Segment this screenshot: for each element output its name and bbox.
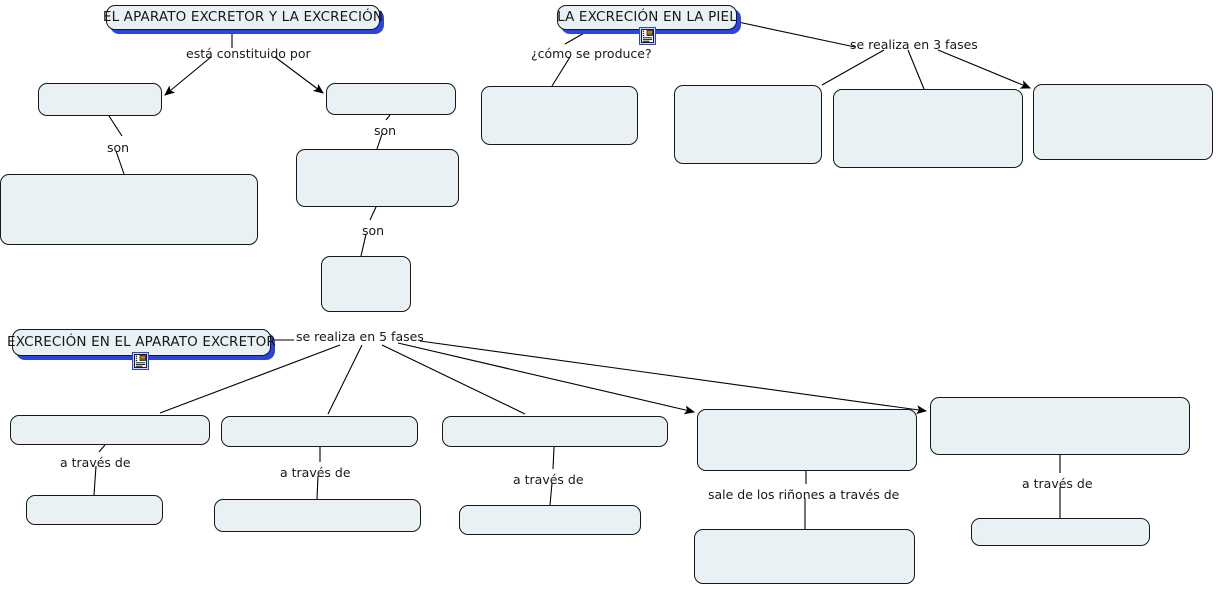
concept-node-fase-1[interactable] <box>10 415 210 445</box>
edge-fase3-to-atraves <box>552 446 555 470</box>
edge-3fases-to-fase2 <box>907 49 925 90</box>
link-label-lbl-a-traves-de-3[interactable]: a través de <box>513 472 584 487</box>
concept-node-fase-5[interactable] <box>930 397 1190 455</box>
edge-left-to-son <box>108 115 123 137</box>
resource-document-icon[interactable] <box>639 27 656 45</box>
link-label-lbl-son-1[interactable]: son <box>107 140 130 155</box>
edge-5fases-to-fase3 <box>381 344 526 415</box>
concept-node-fase-1-medio[interactable] <box>26 495 163 525</box>
edge-midmid-to-son <box>369 206 377 221</box>
edge-constituido-to-right <box>274 56 324 94</box>
concept-node-fase-3[interactable] <box>442 416 668 447</box>
link-label-lbl-a-traves-de-4[interactable]: a través de <box>1022 476 1093 491</box>
link-label-lbl-esta-constituido-por[interactable]: está constituido por <box>186 46 311 61</box>
concept-node-vias-urinarias[interactable] <box>326 83 456 115</box>
concept-node-fase-2-medio[interactable] <box>214 499 421 532</box>
concept-node-piel-fase-3[interactable] <box>1033 84 1213 160</box>
concept-node-piel-fase-1[interactable] <box>674 85 822 164</box>
link-label-lbl-como-se-produce[interactable]: ¿cómo se produce? <box>531 46 652 61</box>
edge-5fases-to-fase5 <box>419 340 928 415</box>
concept-node-fase-2[interactable] <box>221 416 418 447</box>
edge-5fases-to-fase2 <box>327 344 363 415</box>
concept-node-fase-3-medio[interactable] <box>459 505 641 535</box>
concept-node-vias-lista[interactable] <box>296 149 459 207</box>
concept-node-lista-organos[interactable] <box>0 174 258 245</box>
link-label-lbl-son-2[interactable]: son <box>374 123 397 138</box>
edge-piel-to-como <box>564 31 587 45</box>
edge-constituido-to-left <box>164 56 212 96</box>
root-node-label: LA EXCRECIÓN EN LA PIEL <box>557 8 737 25</box>
link-label-lbl-sale-rinones[interactable]: sale de los riñones a través de <box>708 487 900 502</box>
concept-node-piel-produce[interactable] <box>481 86 638 145</box>
edge-3fases-to-fase1 <box>821 49 885 86</box>
link-label-lbl-se-realiza-3-fases[interactable]: se realiza en 3 fases <box>850 37 978 52</box>
edge-5fases-to-fase4 <box>397 342 696 415</box>
concept-node-fase-4-medio[interactable] <box>694 529 915 584</box>
root-node-root-aparato-excretor[interactable]: EL APARATO EXCRETOR Y LA EXCRECIÓN <box>102 5 384 30</box>
edge-midtop-to-son <box>385 114 391 121</box>
root-node-label: EL APARATO EXCRETOR Y LA EXCRECIÓN <box>102 8 384 25</box>
edge-como-to-box <box>551 56 571 87</box>
link-label-lbl-se-realiza-5-fases[interactable]: se realiza en 5 fases <box>296 329 424 344</box>
concept-node-fase-4[interactable] <box>697 409 917 471</box>
root-node-label: EXCRECIÓN EN EL APARATO EXCRETOR <box>7 333 276 350</box>
resource-document-icon[interactable] <box>132 352 149 370</box>
concept-node-uretra[interactable] <box>321 256 411 312</box>
edge-atraves-to-fase1-sub <box>93 465 97 496</box>
edge-3fases-to-fase3 <box>937 49 1032 89</box>
concept-node-organos-principales[interactable] <box>38 83 162 116</box>
link-label-lbl-a-traves-de-2[interactable]: a través de <box>280 465 351 480</box>
edge-piel-to-3fases <box>737 21 856 48</box>
concept-node-piel-fase-2[interactable] <box>833 89 1023 168</box>
concept-node-fase-5-medio[interactable] <box>971 518 1150 546</box>
link-label-lbl-son-3[interactable]: son <box>362 223 385 238</box>
edge-fase1-to-atraves <box>98 444 106 453</box>
link-label-lbl-a-traves-de-1[interactable]: a través de <box>60 455 131 470</box>
